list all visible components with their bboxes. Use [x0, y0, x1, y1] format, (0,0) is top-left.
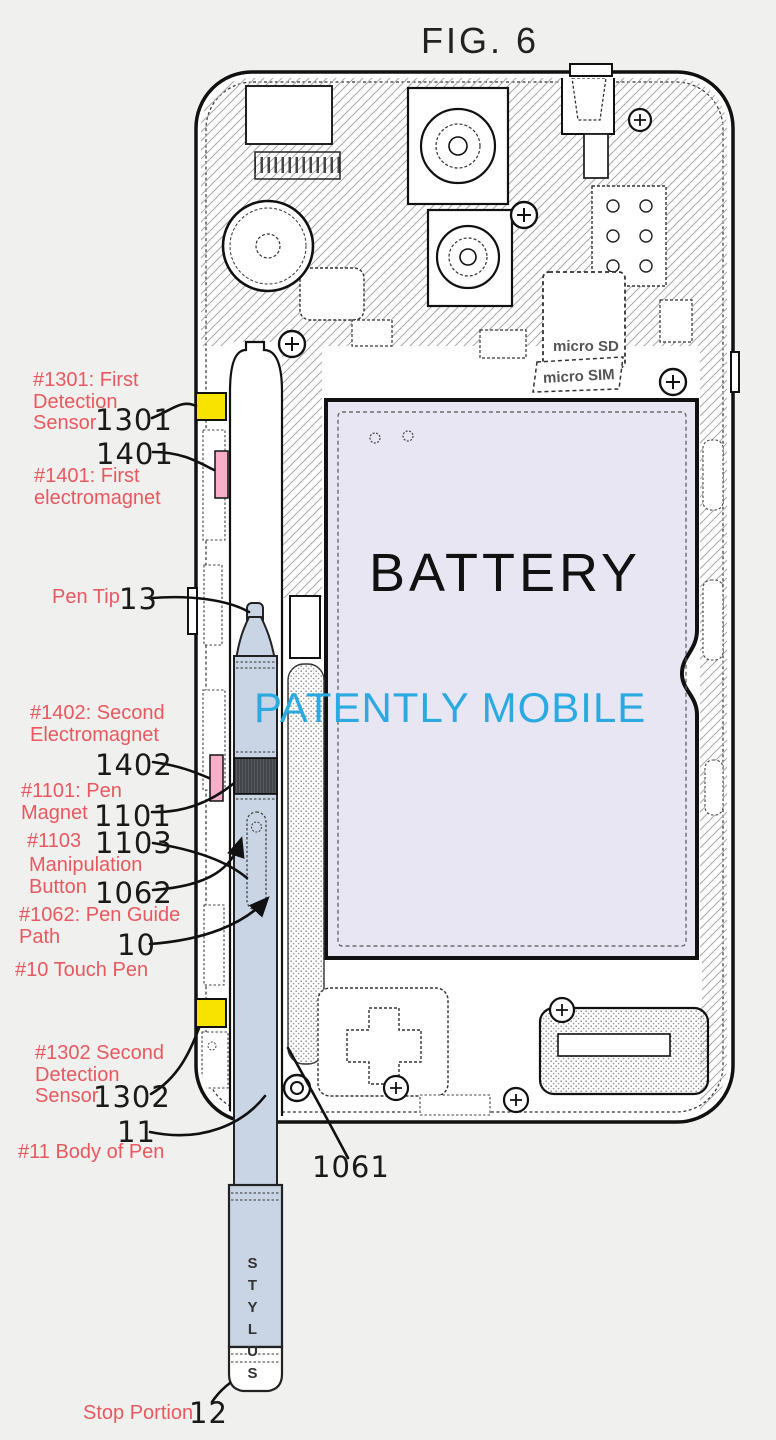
cross-module — [317, 987, 449, 1097]
annotation-1103-id: #1103 — [27, 830, 82, 852]
figure-title: FIG. 6 — [420, 20, 540, 61]
first-electromagnet-highlight — [214, 450, 229, 499]
camera-module-bottom — [426, 208, 514, 308]
micro-sd-label: micro SD — [553, 338, 619, 355]
stylus-label: STYLUS — [244, 1255, 261, 1387]
annotation-1103-label: Manipulation Button — [29, 854, 143, 898]
annotation-1302-number: 1302 — [93, 1080, 171, 1114]
annotation-stop-portion-label: Stop Portion — [83, 1402, 194, 1424]
annotation-1302-label: #1302 Second Detection Sensor — [35, 1042, 165, 1107]
second-detection-sensor-highlight — [195, 998, 227, 1028]
annotation-1401-number: 1401 — [96, 437, 174, 471]
bottom-speaker-module — [538, 1006, 710, 1096]
board-connector-grid — [591, 185, 667, 287]
annotation-1402-number: 1402 — [95, 748, 173, 782]
annotation-1061-number: 1061 — [312, 1150, 390, 1184]
annotation-12-number: 12 — [189, 1396, 228, 1430]
speaker-circle — [221, 199, 315, 293]
headphone-jack — [561, 78, 615, 179]
screws — [277, 107, 688, 1114]
micro-sim-slot — [532, 356, 624, 393]
annotation-pen-tip-label: Pen Tip — [52, 586, 120, 608]
annotation-1101-number: 1101 — [94, 799, 172, 833]
camera-module-top — [406, 86, 510, 206]
battery-label: BATTERY — [368, 543, 642, 603]
annotation-11-number: 11 — [117, 1115, 156, 1149]
first-detection-sensor-highlight — [195, 392, 227, 421]
leader-lines — [148, 402, 350, 1404]
annotation-10-number: 10 — [117, 928, 156, 962]
stop-portion — [227, 1345, 284, 1393]
annotation-1301-label: #1301: First Detection Sensor — [33, 369, 139, 434]
annotation-10-label: #10 Touch Pen — [15, 959, 149, 981]
annotation-1103-number: 1103 — [95, 826, 173, 860]
annotation-1062-number: 1062 — [95, 876, 173, 910]
pen-guide-strip — [287, 663, 325, 1065]
annotation-1401-label: #1401: First electromagnet — [34, 465, 161, 509]
annotation-pen-tip-number: 13 — [119, 582, 158, 616]
patently-mobile-watermark: PATENTLY MOBILE — [254, 684, 647, 731]
battery — [324, 398, 699, 960]
annotation-1402-label: #1402: Second Electromagnet — [30, 702, 165, 746]
pen-magnet-band — [233, 757, 278, 795]
micro-sd-slot — [542, 271, 626, 369]
annotation-1062-label: #1062: Pen Guide Path — [19, 904, 181, 948]
annotation-1101-label: #1101: Pen Magnet — [21, 780, 122, 824]
annotation-1301-number: 1301 — [95, 403, 173, 437]
annotation-11-label: #11 Body of Pen — [18, 1141, 165, 1163]
